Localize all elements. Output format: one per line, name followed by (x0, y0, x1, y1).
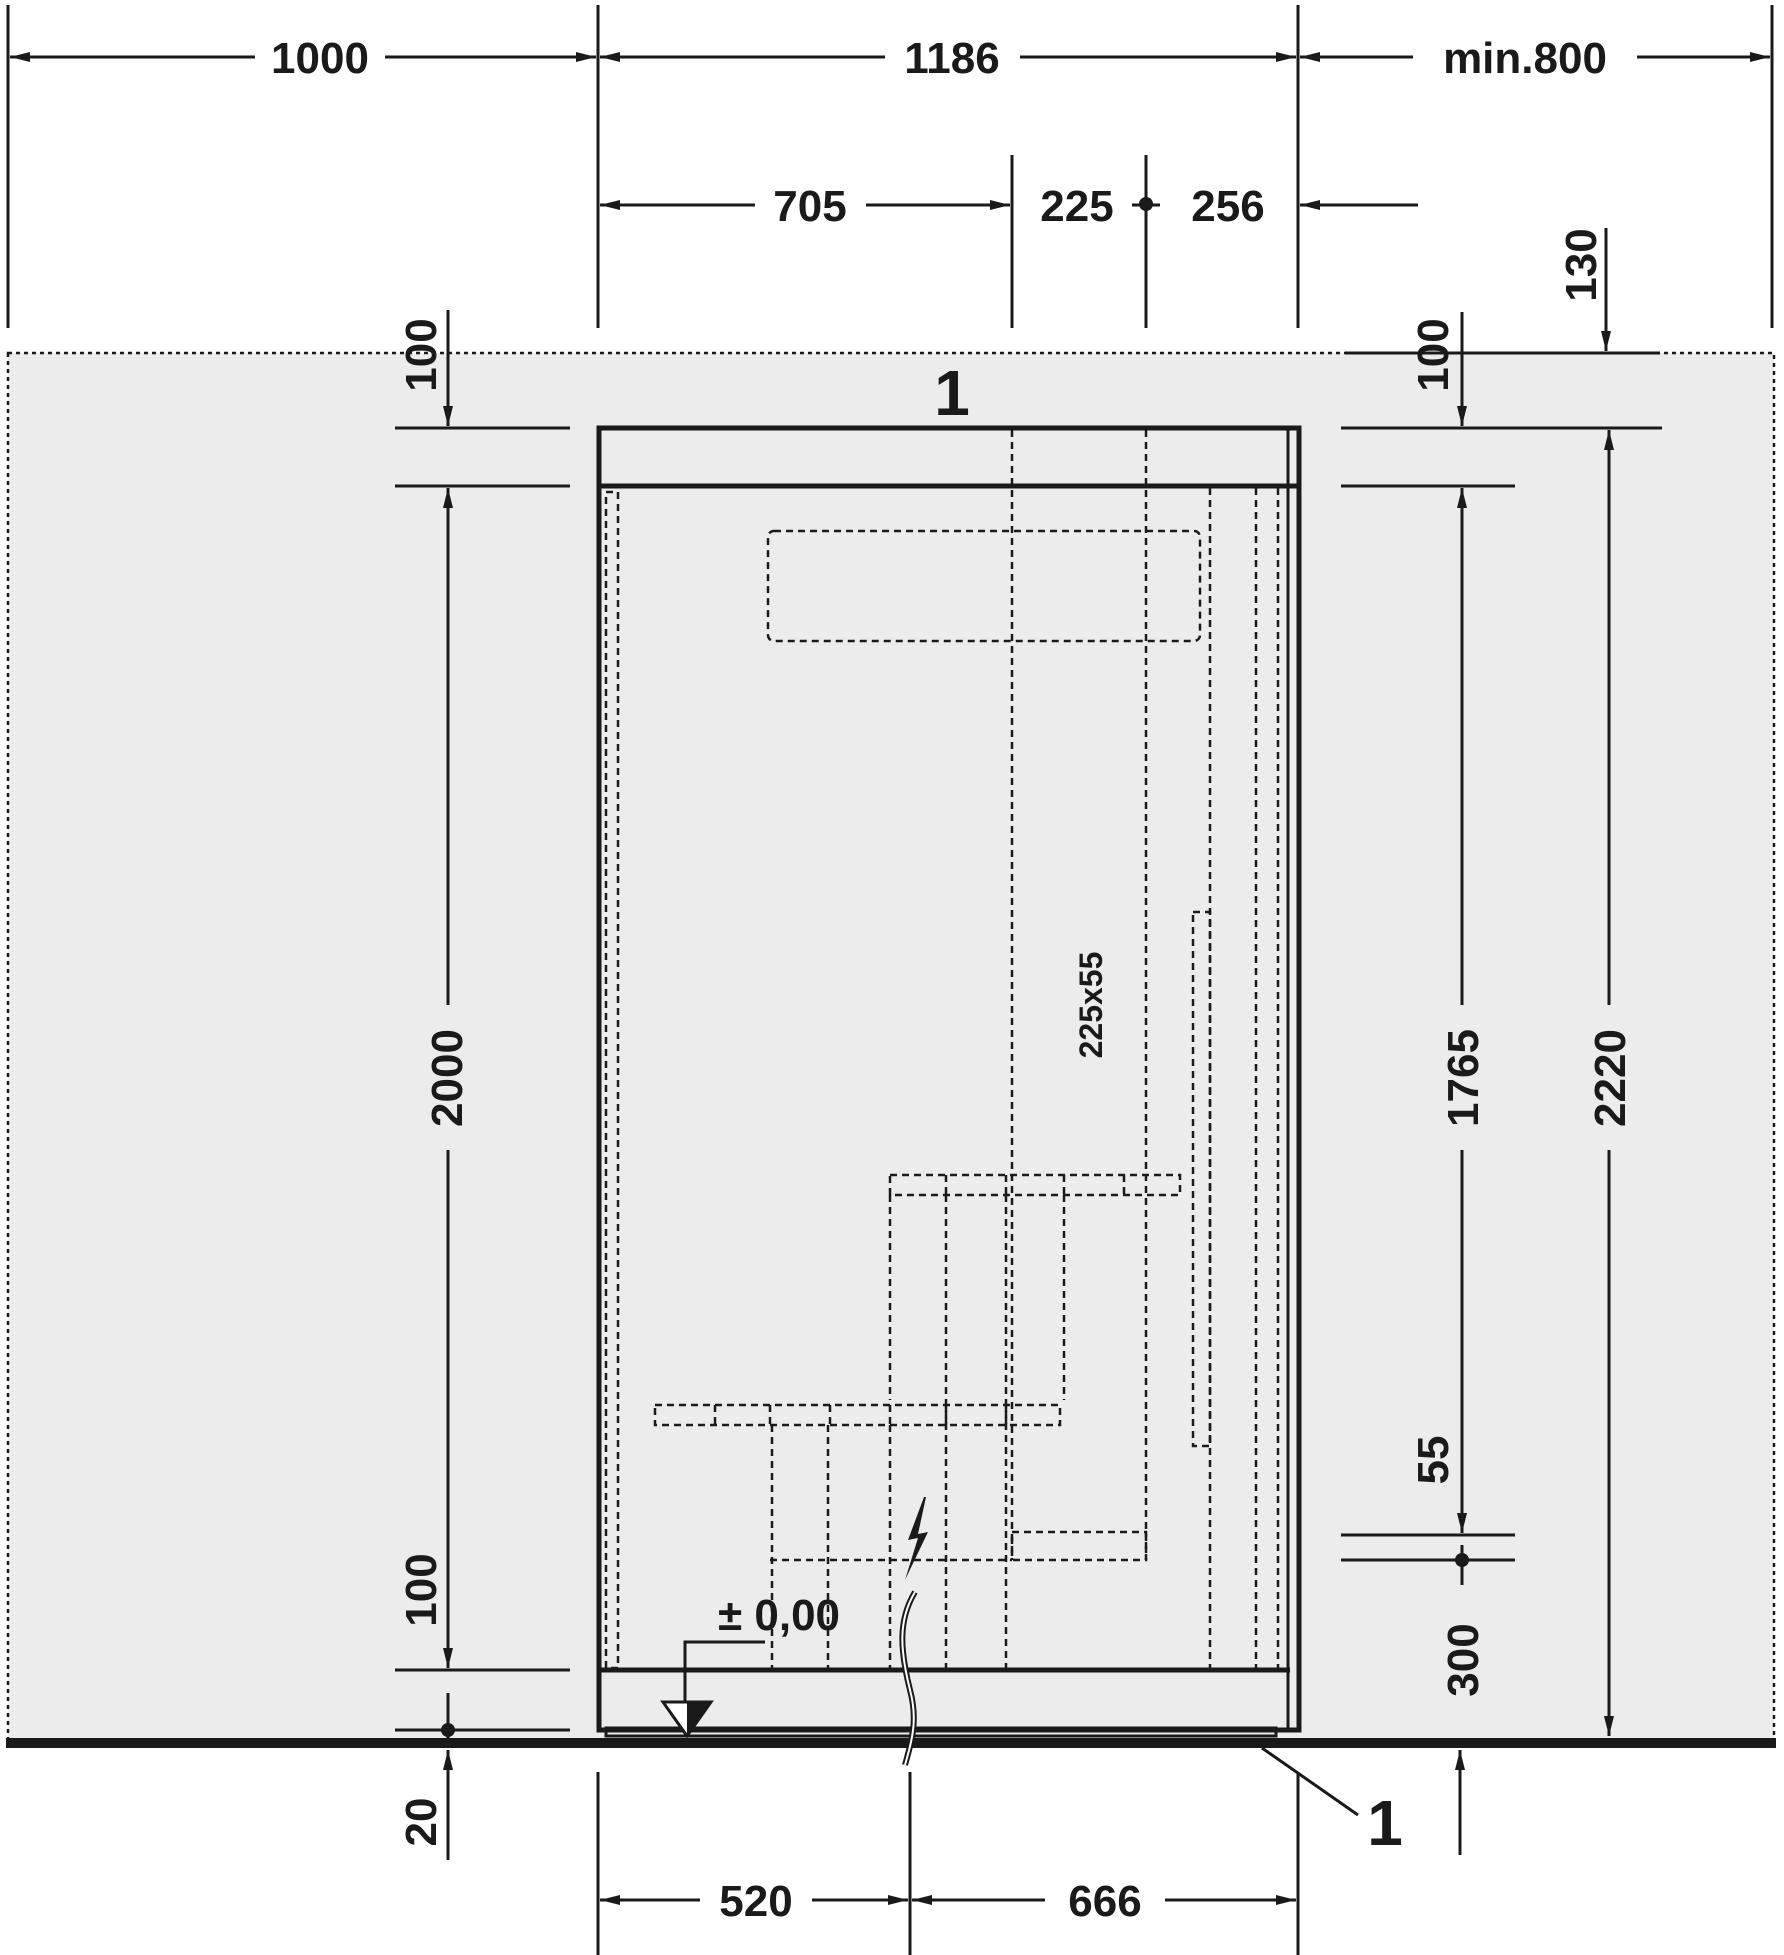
reference-dot (1455, 1553, 1469, 1567)
callout-bottom-group: 1 (1261, 1746, 1403, 1859)
dimension-row-second: 705 225 256 (600, 182, 1418, 231)
dim-right-top: 100 (1409, 318, 1458, 391)
dim-wall-offset: 130 (1345, 228, 1660, 355)
right-dimensions: 100 1765 55 300 2220 (1341, 312, 1662, 1855)
reference-dot (441, 1723, 455, 1737)
lightning-bolt-icon (905, 1497, 928, 1580)
dim-inner-height: 1765 (1439, 1029, 1488, 1127)
dim-sub-left: 705 (773, 182, 846, 231)
dim-bottom-right: 666 (1068, 1877, 1141, 1926)
dim-sub-right: 256 (1191, 182, 1264, 231)
dim-connection-height: 55 (1409, 1436, 1458, 1485)
floor-line (6, 1738, 1776, 1748)
dim-sub-mid: 225 (1040, 182, 1113, 231)
level-value: ± 0,00 (718, 1591, 840, 1640)
svg-text:130: 130 (1557, 228, 1606, 301)
dim-total-height: 2220 (1586, 1029, 1635, 1127)
dimension-row-top: 1000 1186 min.800 (10, 34, 1770, 83)
callout-bottom: 1 (1367, 1787, 1403, 1859)
bottom-dimensions: 520 666 (596, 1772, 1300, 1955)
dim-left-clearance: 1000 (271, 34, 369, 83)
wall-border (6, 351, 1776, 1743)
dim-bottom-left: 520 (719, 1877, 792, 1926)
opening-size-label: 225x55 (1073, 952, 1109, 1059)
dim-connection-floor: 300 (1439, 1623, 1488, 1696)
left-dimensions: 100 2000 100 20 (395, 310, 570, 1860)
wall-area (8, 353, 1774, 1741)
top-extension-lines (6, 5, 1774, 328)
reference-dot (1139, 197, 1153, 211)
dim-left-top: 100 (397, 318, 446, 391)
callout-top: 1 (934, 357, 970, 429)
dim-left-bottom: 100 (397, 1553, 446, 1626)
shower-unit (596, 425, 1302, 1738)
dim-unit-width: 1186 (904, 34, 999, 83)
dim-floor-offset: 20 (397, 1798, 446, 1847)
dim-right-clearance: min.800 (1443, 34, 1607, 83)
dim-door-height: 2000 (423, 1029, 472, 1127)
level-marker: ± 0,00 (660, 1591, 840, 1739)
